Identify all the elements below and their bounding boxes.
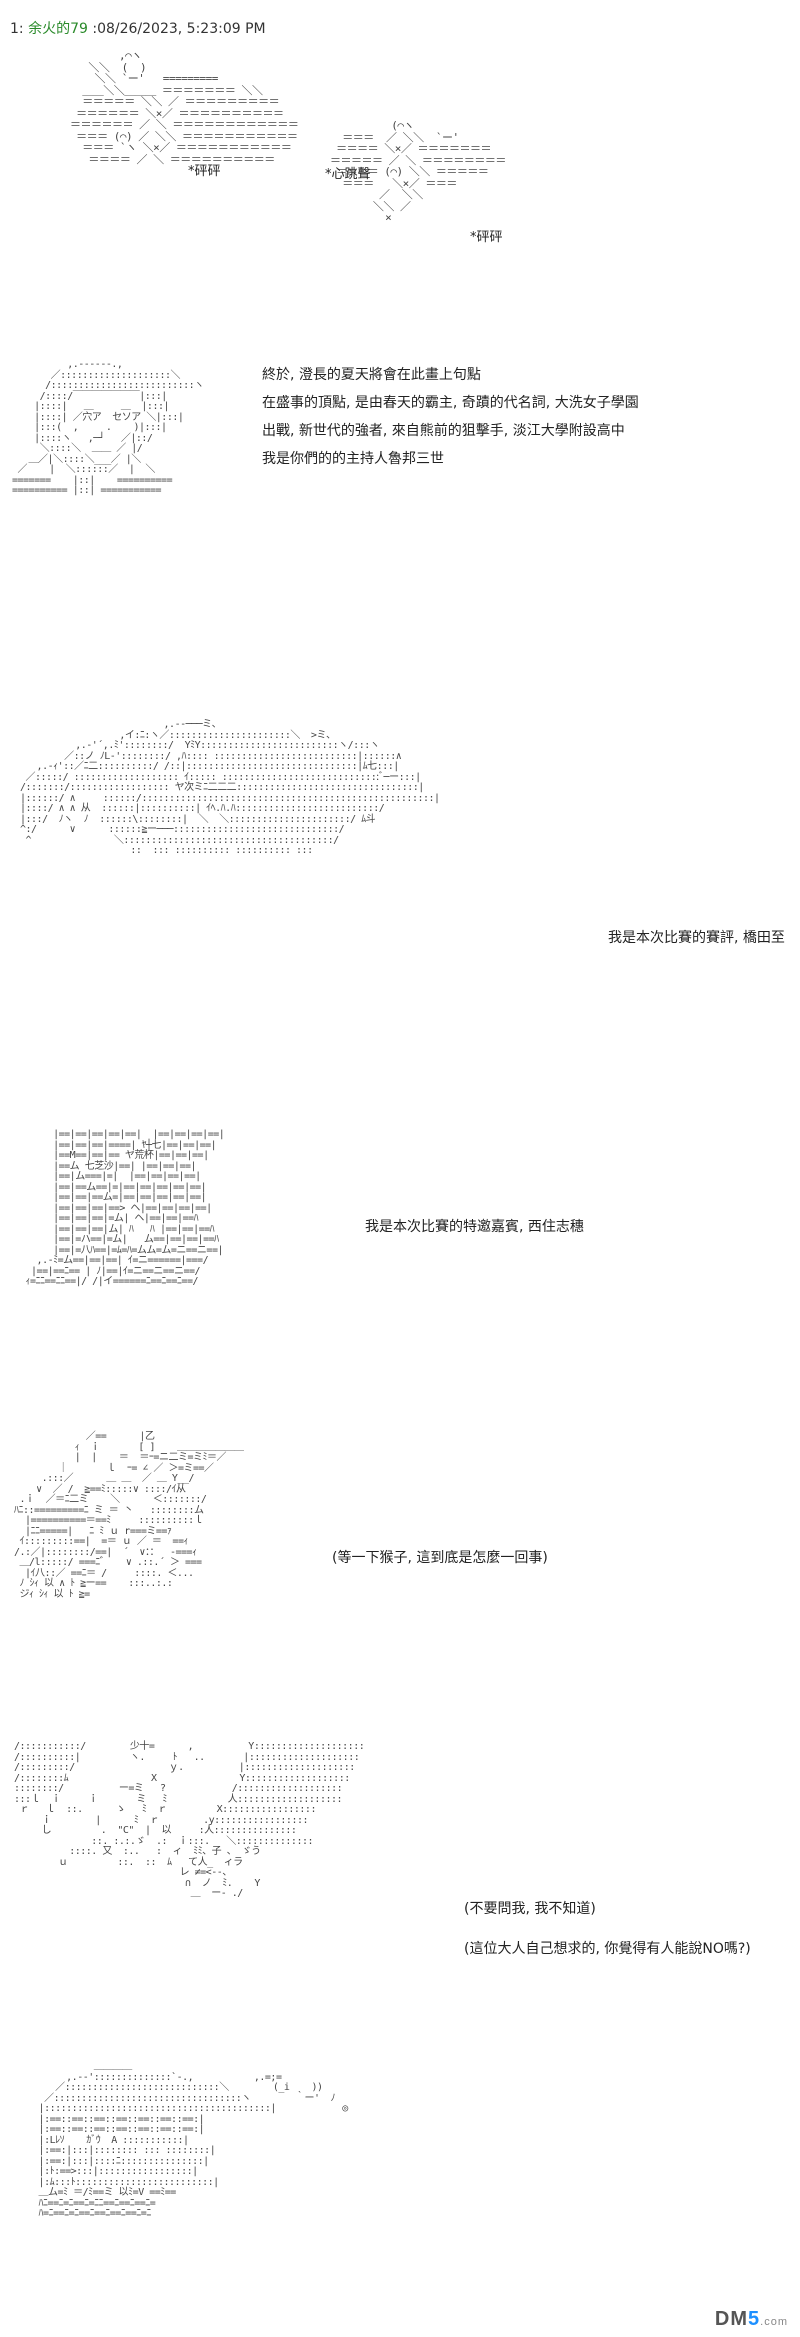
site-watermark: DM5.com (715, 2308, 788, 2331)
announcer-line-1: 終於, 澄長的夏天將會在此畫上句點 (262, 367, 481, 383)
post-index: 1: (10, 21, 24, 37)
guest-ascii-art: |==|==|==|==|==| |==|==|==|==| |==|==|==… (25, 1129, 225, 1287)
whisper-line-1: (不要問我, 我不知道) (464, 1901, 596, 1917)
whisper-caption-1: (等一下猴子, 這到底是怎麼一回事) (332, 1550, 548, 1566)
announcer-line-4: 我是你們的的主持人魯邦三世 (262, 451, 444, 467)
heart-art-right: (⌒ヽ ＝＝＝ ／ ＼＼ `ー' ＝＝＝＝ ＼×／ ＝＝＝＝＝＝＝ ＝＝＝＝＝ … (330, 119, 506, 225)
username-link[interactable]: 余火的79 (28, 21, 88, 37)
watermark-suffix: .com (760, 2316, 788, 2328)
sfx-bang-right: *砰砰 (470, 230, 503, 245)
whisper-ascii-art-1: ／== |乙 ｨ ｉ [ ] ＿＿＿＿＿＿＿ | | ＝ ＝ｰ=ニ二ミ=ミﾐ＝／… (14, 1431, 244, 1600)
watermark-five: 5 (748, 2308, 761, 2330)
post-timestamp: :08/26/2023, 5:23:09 PM (92, 21, 266, 37)
guest-caption: 我是本次比賽的特邀嘉賓, 西住志穗 (365, 1219, 584, 1235)
sfx-heartbeat: *心跳聲 (325, 167, 371, 182)
heart-art-left: ,⌒ヽ ＼＼ ( ) ＼＼ `ー' ========= ＿＿＼＼＿＿＿ ＝＝＝＝… (70, 49, 299, 166)
announcer-line-2: 在盛事的頂點, 是由春天的霸主, 奇蹟的代名詞, 大洗女子學園 (262, 395, 639, 411)
whisper-ascii-art-2: /:::::::::::/ 少十= , Y:::::::::::::::::::… (14, 1741, 365, 1899)
watermark-prefix: DM (714, 2308, 749, 2330)
sfx-bang-left: *砰砰 (188, 164, 221, 179)
commentator-caption: 我是本次比賽的賽評, 橋田至 (608, 930, 785, 946)
announcer-ascii-art: ,.-‐‐‐‐‐., ／::::::::::::::::::::＼ /:::::… (12, 359, 204, 496)
whisper-line-2: (這位大人自己想求的, 你覺得有人能說NO嗎?) (464, 1941, 751, 1957)
closing-ascii-art: ＿＿＿＿ ,.-‐'::::::::::::::`‐., ,.=;= ／::::… (38, 2061, 349, 2219)
announcer-line-3: 出戰, 新世代的強者, 來自熊前的狙擊手, 淡江大學附設高中 (262, 423, 625, 439)
commentator-ascii-art: ,.-‐───ミ、 ,イ:ﾆ:ヽ／::::::::::::::::::::::＼… (20, 719, 440, 856)
post-header: 1: 余火的79 :08/26/2023, 5:23:09 PM (10, 18, 266, 38)
